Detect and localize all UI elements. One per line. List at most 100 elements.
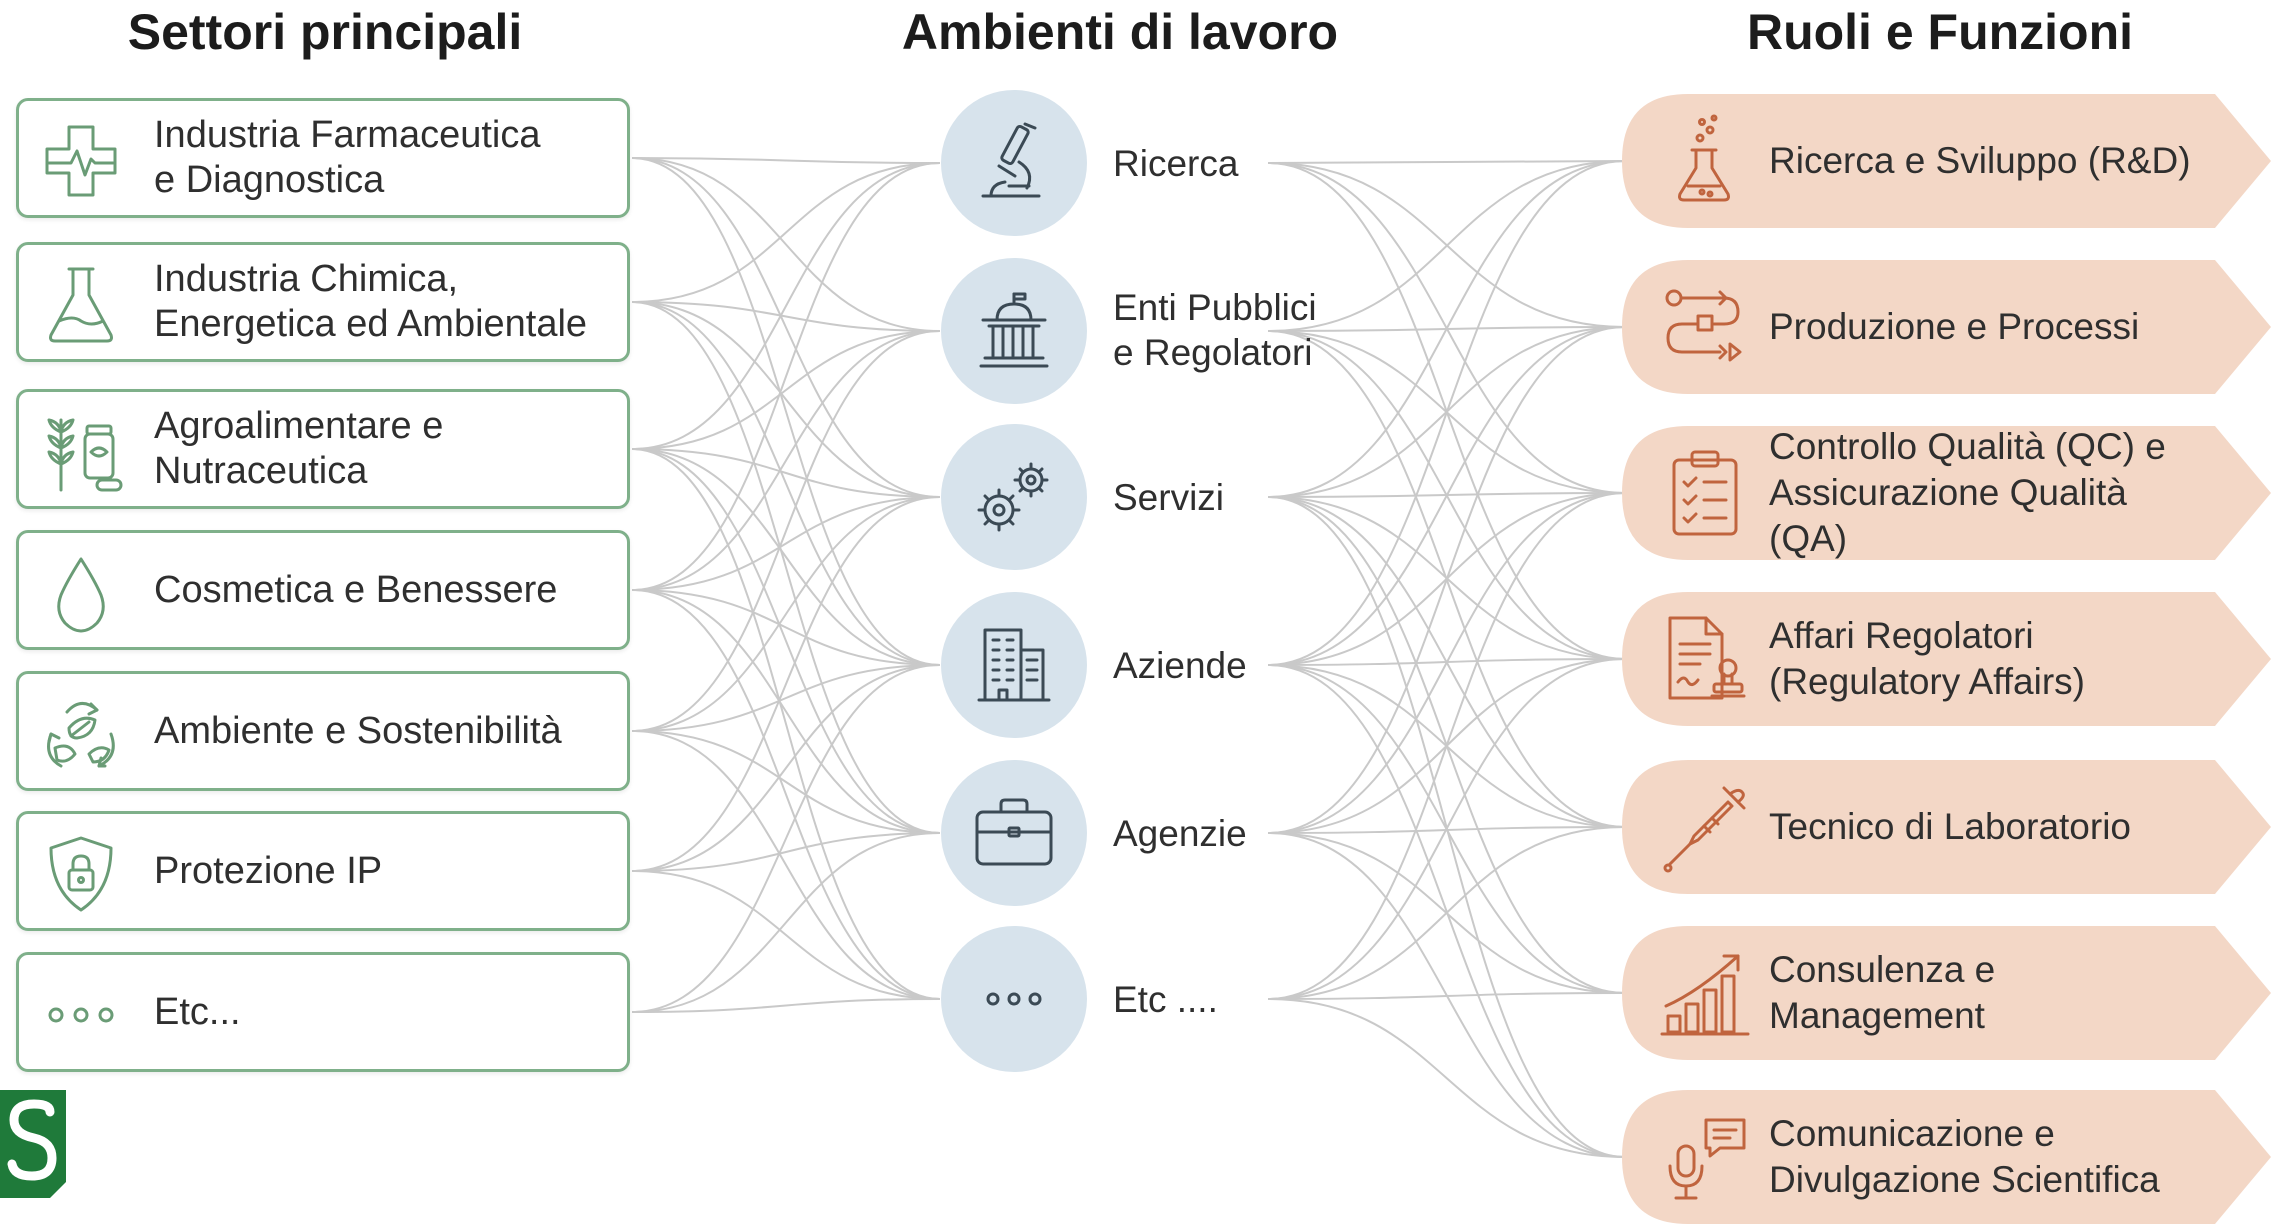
connector-line: [631, 301, 941, 834]
connector-line: [631, 330, 941, 732]
sector-label: Industria Farmaceutica e Diagnostica: [154, 114, 541, 201]
connector-line: [1267, 326, 1626, 666]
sector-cosmetics: Cosmetica e Benessere: [16, 530, 630, 650]
connector-line: [631, 496, 941, 872]
role-label: Affari Regolatori (Regulatory Affairs): [1769, 615, 2085, 702]
environment-etc-circle: [941, 926, 1087, 1072]
sector-agrifood: Agroalimentare e Nutraceutica: [16, 389, 630, 509]
connector-line: [631, 496, 941, 591]
government-building-icon: [979, 292, 1049, 368]
process-flow-icon: [1665, 289, 1742, 362]
connector-line: [631, 664, 941, 1013]
environment-label-etc: Etc ....: [1113, 978, 1218, 1020]
sector-environment: Ambiente e Sostenibilità: [16, 671, 630, 791]
shield-lock-icon: [49, 836, 113, 912]
role-arrow-shape: [1622, 926, 2271, 1060]
role-arrow-shape: [1622, 592, 2271, 726]
role-lab-technician: Tecnico di Laboratorio: [1622, 760, 2271, 894]
connector-line: [631, 730, 941, 834]
medical-cross-icon: [45, 125, 117, 197]
document-stamp-icon: [1668, 616, 1746, 700]
sector-etc: Etc...: [16, 952, 630, 1072]
role-rnd: Ricerca e Sviluppo (R&D): [1622, 94, 2271, 228]
connector-line: [631, 664, 941, 872]
connector-line: [631, 162, 941, 303]
connector-line: [631, 448, 941, 666]
environment-research-circle: [941, 90, 1087, 236]
connector-line: [1267, 664, 1626, 1158]
environment-companies-circle: [941, 592, 1087, 738]
connector-line: [1267, 492, 1626, 1000]
connector-line: [631, 157, 941, 164]
role-communication: Comunicazione e Divulgazione Scientifica: [1622, 1090, 2271, 1224]
role-production: Produzione e Processi: [1622, 260, 2271, 394]
role-label: Ricerca e Sviluppo (R&D): [1769, 140, 2191, 181]
recycle-leaf-icon: [47, 702, 115, 768]
environment-label-services: Servizi: [1113, 476, 1225, 518]
sector-pharma: Industria Farmaceutica e Diagnostica: [16, 98, 630, 218]
checklist-clipboard-icon: [1672, 450, 1738, 536]
briefcase-icon: [975, 798, 1053, 866]
microphone-speech-icon: [1668, 1118, 1746, 1200]
connector-line: [631, 330, 941, 591]
connector-line: [631, 448, 941, 834]
sector-chemistry: Industria Chimica, Energetica ed Ambient…: [16, 242, 630, 362]
role-label: Controllo Qualità (QC) e Assicurazione Q…: [1769, 426, 2166, 559]
role-label: Tecnico di Laboratorio: [1769, 806, 2131, 847]
connector-line: [631, 301, 941, 498]
logo: [0, 1090, 66, 1198]
connector-line: [1267, 160, 1626, 164]
ellipsis-icon: [986, 992, 1042, 1006]
connector-line: [631, 157, 941, 498]
environment-agencies-circle: [941, 760, 1087, 906]
sector-label: Etc...: [154, 990, 241, 1033]
connector-line: [1267, 992, 1626, 1000]
connector-line: [1267, 160, 1626, 666]
connector-line: [631, 589, 941, 834]
connector-line: [1267, 326, 1626, 834]
connector-line: [1267, 998, 1626, 1158]
connector-line: [631, 589, 941, 1000]
connector-line: [1267, 492, 1626, 834]
environment-label-public-bodies: Enti Pubblici e Regolatori: [1113, 287, 1317, 373]
connector-line: [631, 664, 941, 732]
connector-line: [631, 832, 941, 1013]
ellipsis-icon: [48, 1007, 114, 1023]
role-quality: Controllo Qualità (QC) e Assicurazione Q…: [1622, 426, 2271, 560]
growth-chart-icon: [1660, 954, 1750, 1036]
sector-label: Agroalimentare e Nutraceutica: [154, 405, 444, 492]
connector-line: [1267, 658, 1626, 1000]
environment-label-companies: Aziende: [1113, 644, 1247, 686]
connector-line: [631, 589, 941, 666]
connector-line: [631, 157, 941, 666]
connector-line: [631, 157, 941, 332]
role-label: Consulenza e Management: [1769, 949, 1996, 1036]
role-arrow-shape: [1622, 94, 2271, 228]
sector-ip-protection: Protezione IP: [16, 811, 630, 931]
connector-line: [1267, 826, 1626, 1000]
role-regulatory: Affari Regolatori (Regulatory Affairs): [1622, 592, 2271, 726]
environment-label-agencies: Agenzie: [1113, 812, 1247, 854]
microscope-icon: [981, 122, 1041, 198]
sector-label: Ambiente e Sostenibilità: [154, 709, 562, 752]
connector-line: [631, 998, 941, 1013]
office-building-icon: [977, 628, 1051, 702]
role-arrow-shape: [1622, 1090, 2271, 1224]
connector-line: [631, 730, 941, 1000]
wheat-and-supplement-icon: [47, 418, 123, 492]
connector-line: [631, 162, 941, 450]
sector-label: Cosmetica e Benessere: [154, 568, 558, 611]
gears-icon: [977, 462, 1049, 532]
connector-line: [631, 870, 941, 1000]
role-arrow-shape: [1622, 426, 2271, 560]
connector-line: [631, 330, 941, 450]
role-arrow-shape: [1622, 760, 2271, 894]
connector-line: [631, 162, 941, 591]
connector-line: [1267, 160, 1626, 498]
environments-column-title: Ambienti di lavoro: [901, 4, 1339, 60]
connector-line: [631, 448, 941, 498]
connector-line: [631, 448, 941, 1000]
flask-icon: [49, 267, 113, 343]
connector-line: [631, 301, 941, 666]
